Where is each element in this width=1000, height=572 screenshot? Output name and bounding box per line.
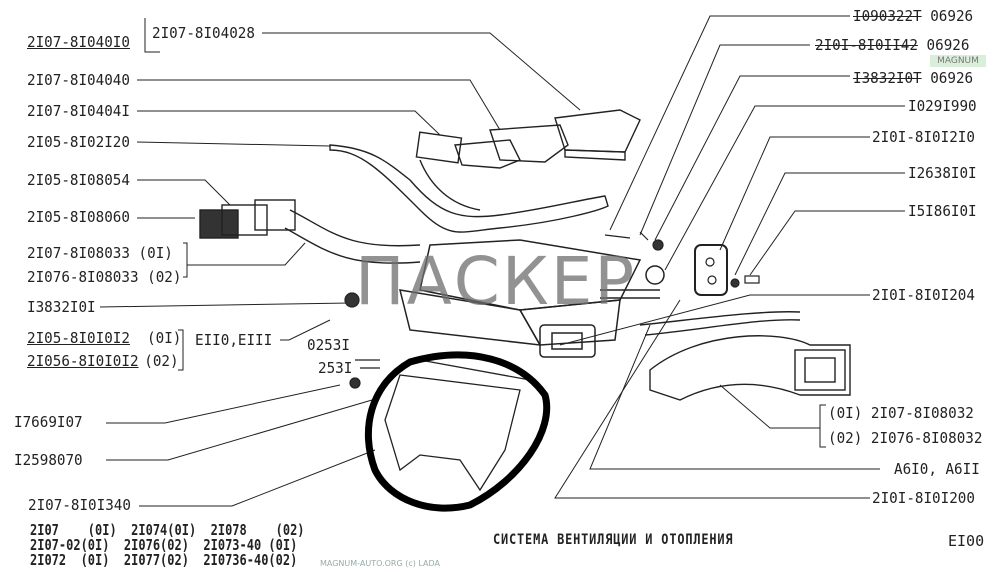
duct-frame bbox=[329, 144, 609, 233]
label-part: I2598070 bbox=[14, 451, 83, 469]
variant-code: (0I) bbox=[147, 329, 182, 347]
table-row: 2I07 (0I) 2I074(0I) 2I078 (02) bbox=[30, 521, 305, 539]
label-part: 2I07-8I08033 (0I) bbox=[27, 244, 173, 262]
vent-nozzles bbox=[199, 109, 641, 264]
highlight-circle bbox=[365, 351, 551, 512]
part-number: 2I056-8I0I0I2 bbox=[27, 352, 139, 370]
diagram-title: СИСТЕМА ВЕНТИЛЯЦИИ И ОТОПЛЕНИЯ bbox=[493, 532, 734, 548]
leader-lines-left bbox=[99, 18, 581, 507]
part-number: 2I05-8I0I0I2 bbox=[27, 329, 130, 347]
screws-left bbox=[349, 359, 380, 389]
logo-text: MAGNUM bbox=[937, 56, 979, 66]
label-part-superseded: 2I0I-8I0II42 06926 bbox=[815, 37, 969, 54]
change-code: 06926 bbox=[926, 36, 970, 54]
label-part: (0I) 2I07-8I08032 bbox=[828, 404, 974, 422]
heater-box bbox=[398, 239, 665, 358]
change-code: 06926 bbox=[930, 7, 974, 25]
model-applicability-table: 2I07 (0I) 2I074(0I) 2I078 (02) 2I07-02(0… bbox=[30, 523, 305, 568]
label-part-variant: 2I056-8I0I0I2 (02) bbox=[27, 353, 179, 370]
label-part: 2I07-8I04040 bbox=[27, 71, 130, 89]
label-part: 2I0I-8I0I204 bbox=[872, 286, 975, 304]
table-row: 2I07-02(0I) 2I076(02) 2I073-40 (0I) bbox=[30, 536, 298, 554]
label-part: 2I05-8I08060 bbox=[27, 208, 130, 226]
label-part: I029I990 bbox=[908, 97, 977, 115]
label-part-variant: 2I05-8I0I0I2 (0I) bbox=[27, 330, 181, 347]
cover-part bbox=[384, 359, 531, 492]
label-part: 2I05-8I08054 bbox=[27, 171, 130, 189]
label-part: A6I0, A6II bbox=[894, 460, 980, 478]
watermark-text: ПАСКЕР bbox=[355, 243, 637, 320]
label-part-superseded: I090322T 06926 bbox=[853, 8, 973, 25]
label-part-superseded: I3832I0T 06926 bbox=[853, 70, 973, 87]
label-part: I7669I07 bbox=[14, 413, 83, 431]
small-fasteners bbox=[344, 231, 760, 308]
label-part: 0253I bbox=[307, 336, 350, 354]
label-part: I5I86I0I bbox=[908, 202, 977, 220]
footer-watermark: MAGNUM-AUTO.ORG (c) LADA bbox=[320, 559, 441, 568]
defroster-duct bbox=[639, 311, 851, 401]
label-part: 2I0I-8I0I2I0 bbox=[872, 128, 975, 146]
label-part: 2I05-8I02I20 bbox=[27, 133, 130, 151]
sheet-code: EI00 bbox=[948, 532, 985, 550]
label-part: I3832I0I bbox=[27, 298, 96, 316]
label-assembly: 2I07-8I040I0 bbox=[27, 33, 130, 51]
label-part: 253I bbox=[318, 359, 353, 377]
label-ref: EII0,EIII bbox=[195, 331, 273, 349]
label-part: 2I076-8I08033 (02) bbox=[27, 268, 182, 286]
label-part: (02) 2I076-8I08032 bbox=[828, 429, 983, 447]
old-part-number: 2I0I-8I0II42 bbox=[815, 36, 918, 54]
label-part: 2I07-8I0404I bbox=[27, 102, 130, 120]
old-part-number: I090322T bbox=[853, 7, 922, 25]
site-logo: MAGNUM bbox=[930, 55, 986, 67]
label-part: 2I0I-8I0I200 bbox=[872, 489, 975, 507]
table-row: 2I072 (0I) 2I077(02) 2I0736-40(02) bbox=[30, 551, 298, 569]
leader-lines-right bbox=[554, 15, 905, 499]
old-part-number: I3832I0T bbox=[853, 69, 922, 87]
label-part: 2I07-8I04028 bbox=[152, 24, 255, 42]
label-part: 2I07-8I0I340 bbox=[28, 496, 131, 514]
change-code: 06926 bbox=[930, 69, 974, 87]
label-part: I2638I0I bbox=[908, 164, 977, 182]
variant-code: (02) bbox=[144, 352, 179, 370]
